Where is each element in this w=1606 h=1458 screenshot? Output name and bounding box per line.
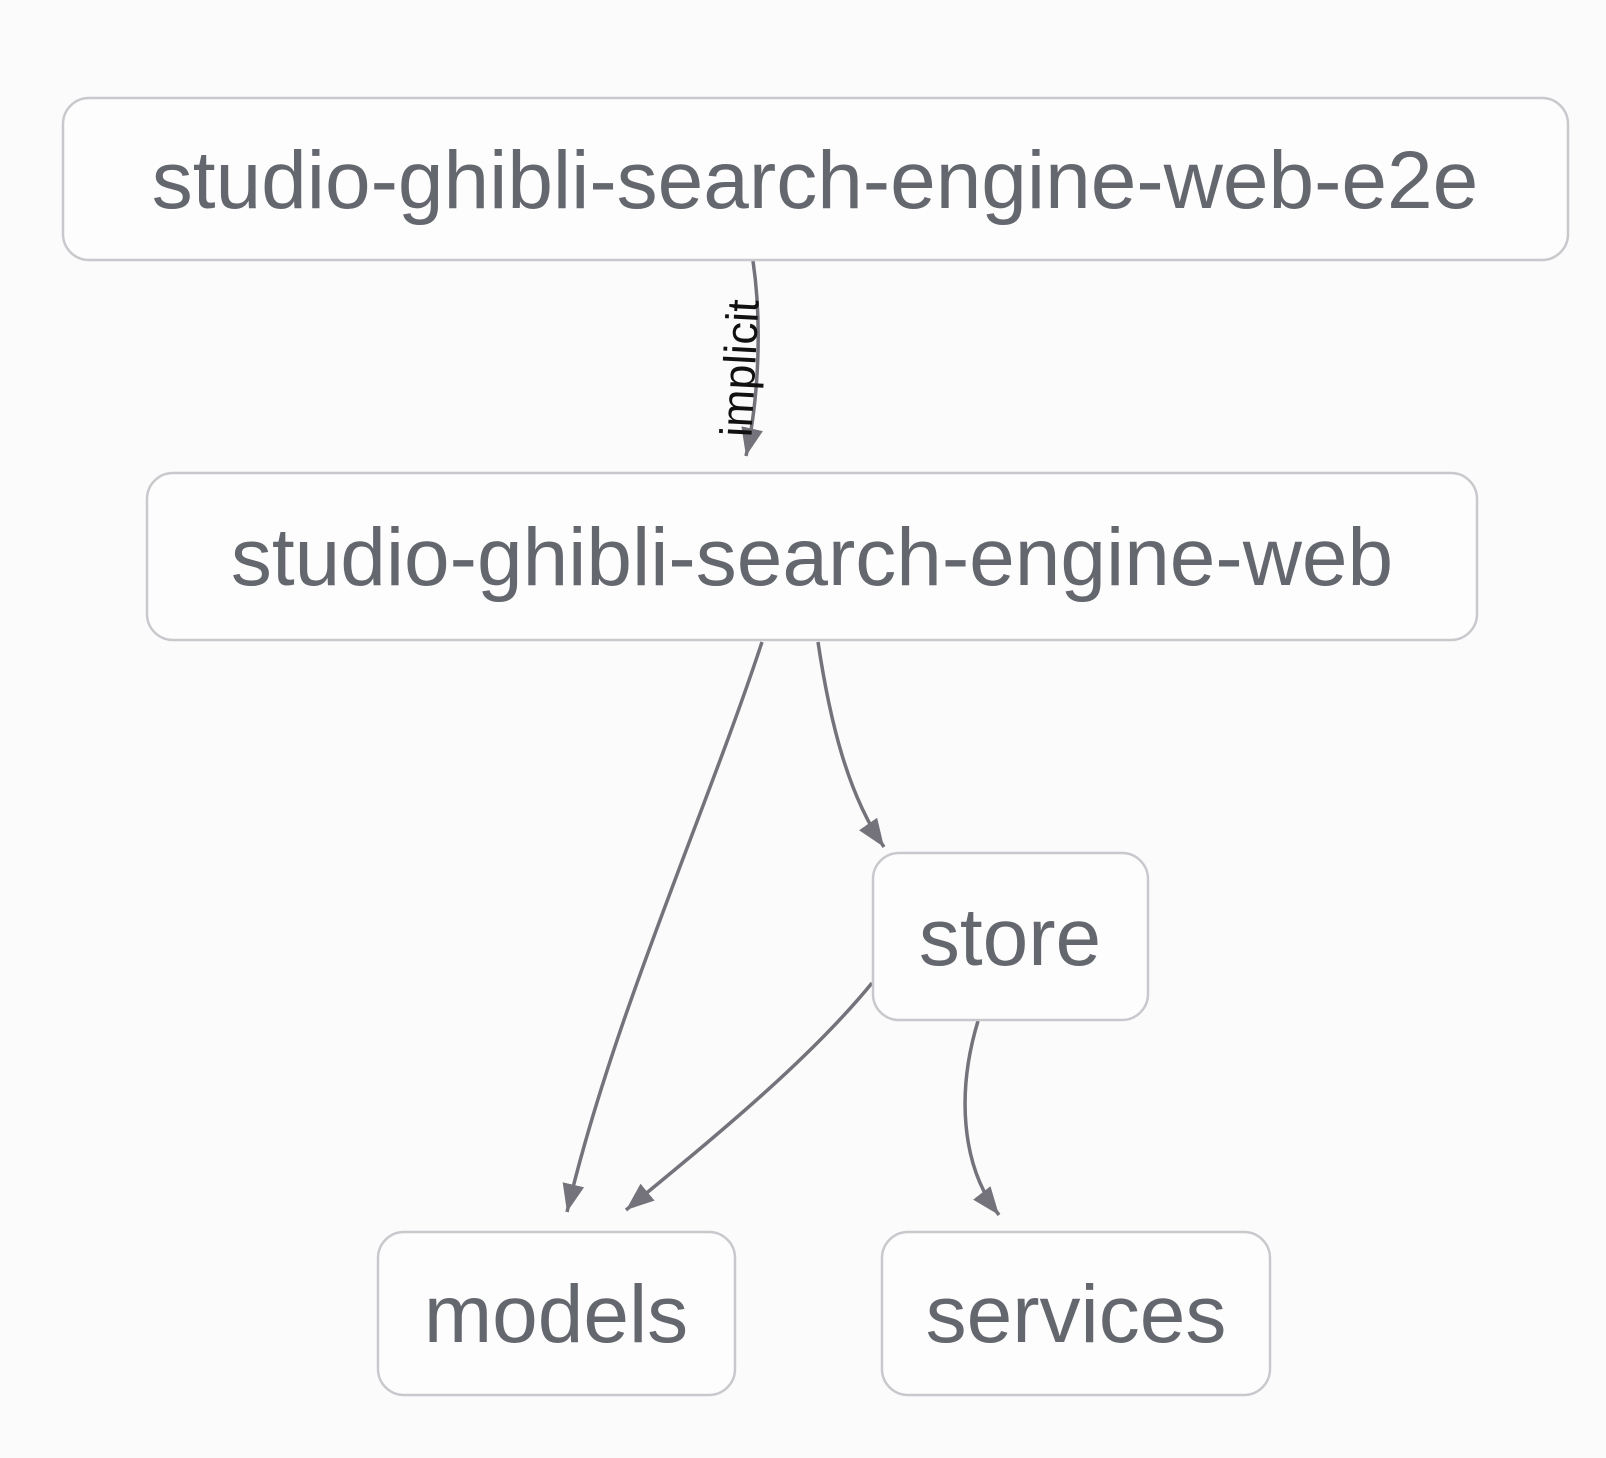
node-store-box[interactable]	[871, 851, 1150, 1022]
node-e2e-box[interactable]	[61, 96, 1570, 262]
node-models[interactable]: models	[376, 1230, 737, 1397]
node-store-label: store	[919, 892, 1101, 983]
node-models-box[interactable]	[376, 1230, 737, 1397]
edge-e2e-to-web	[741, 260, 763, 457]
node-web[interactable]: studio-ghibli-search-engine-web	[145, 471, 1479, 642]
edge-store-to-services	[963, 1020, 1001, 1217]
node-e2e[interactable]: studio-ghibli-search-engine-web-e2e	[61, 96, 1570, 262]
edge-store-to-models	[624, 981, 874, 1212]
node-services-box[interactable]	[880, 1230, 1272, 1397]
node-services[interactable]: services	[880, 1230, 1272, 1397]
node-models-label: models	[424, 1269, 688, 1360]
node-web-box[interactable]	[145, 471, 1479, 642]
edge-web-to-store	[816, 641, 886, 848]
node-web-label: studio-ghibli-search-engine-web	[231, 512, 1393, 603]
node-services-label: services	[926, 1269, 1227, 1360]
edge-label-implicit: implicit	[710, 298, 768, 438]
node-e2e-label: studio-ghibli-search-engine-web-e2e	[152, 135, 1478, 226]
edge-web-to-models	[562, 641, 764, 1213]
node-store[interactable]: store	[871, 851, 1150, 1022]
